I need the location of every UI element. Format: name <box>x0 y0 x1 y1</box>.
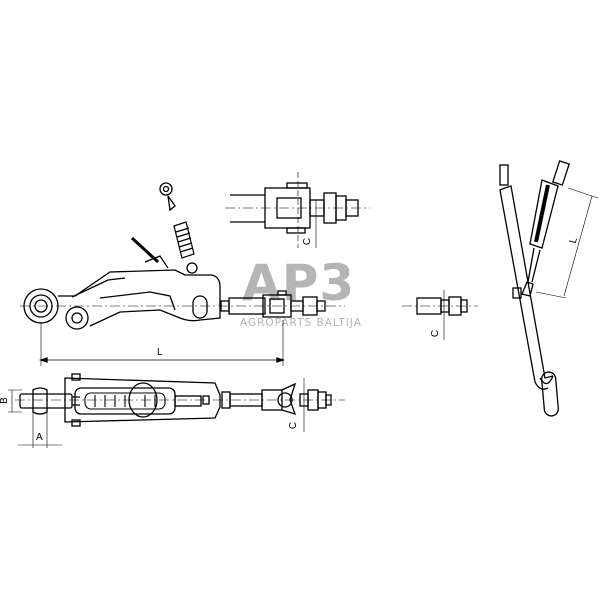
watermark-text: AGROPARTS BALTIJA <box>240 317 362 329</box>
clevis-detail-top <box>225 172 370 248</box>
mounted-view-angled <box>499 160 599 417</box>
pin-end-detail <box>402 290 478 340</box>
top-a-label: A <box>36 432 43 443</box>
top-view-main <box>8 373 345 448</box>
clevis-c-label: C <box>302 237 314 246</box>
side-length-label: L <box>157 347 163 358</box>
top-b-label: B <box>0 397 10 404</box>
side-view-main <box>20 182 345 366</box>
top-c-label: C <box>288 421 300 430</box>
pin-c-label: C <box>430 329 442 338</box>
watermark-logo: AP3 <box>242 254 356 312</box>
